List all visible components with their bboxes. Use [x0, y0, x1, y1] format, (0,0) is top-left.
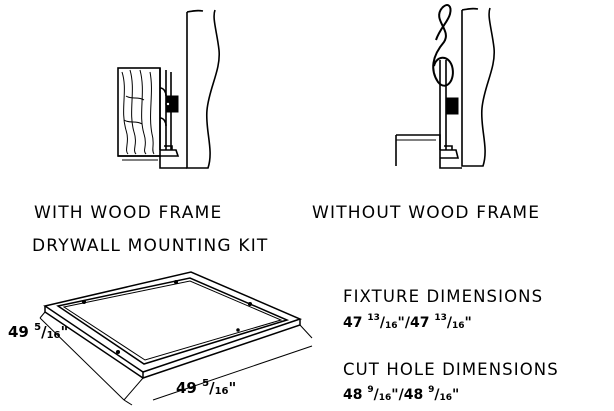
frame-bottom-dimension: 49 5/16": [176, 378, 237, 397]
without-wood-frame-caption: WITHOUT WOOD FRAME: [312, 203, 541, 223]
cut-hole-dimensions-value: 48 9/16"/48 9/16": [343, 385, 460, 403]
frame-left-dimension: 49 5/16": [8, 322, 69, 341]
without-wood-frame-detail: [395, 4, 495, 169]
kit-title: DRYWALL MOUNTING KIT: [32, 236, 269, 256]
with-wood-frame-detail: [117, 9, 220, 169]
with-wood-frame-caption: WITH WOOD FRAME: [34, 203, 223, 223]
mounting-kit-frame: [43, 271, 303, 379]
fixture-dimensions-title: FIXTURE DIMENSIONS: [343, 287, 544, 306]
cut-hole-dimensions-title: CUT HOLE DIMENSIONS: [343, 360, 559, 379]
fixture-dimensions-value: 47 13/16"/47 13/16": [343, 313, 472, 331]
dimension-lines: [39, 311, 313, 406]
wood-block: [117, 67, 161, 157]
